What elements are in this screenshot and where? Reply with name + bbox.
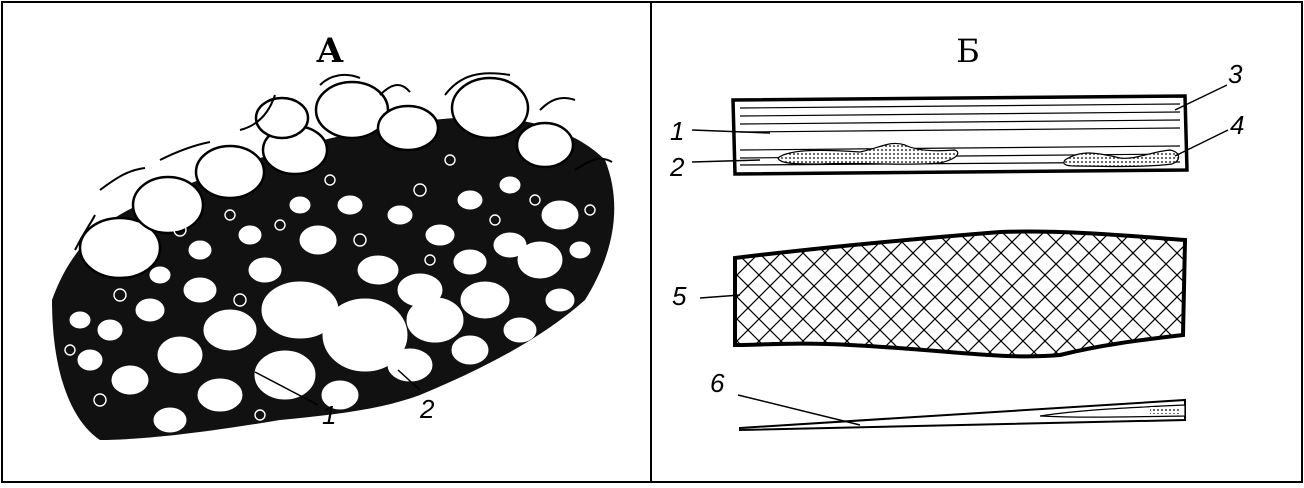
panel-a-title: А (316, 31, 344, 71)
fiber-longitudinal (733, 96, 1187, 174)
panel-a: А (52, 31, 614, 440)
label-6-leader (738, 395, 860, 425)
panel-b-label-4: 4 (1230, 110, 1244, 140)
panel-b-label-5: 5 (672, 281, 687, 311)
fiber-tapered (740, 400, 1185, 430)
panel-b-label-2: 2 (669, 152, 685, 182)
panel-b: Б 1 2 3 4 5 (669, 32, 1244, 430)
panel-b-label-1: 1 (670, 116, 684, 146)
fiber-crosshatched (735, 232, 1185, 357)
panel-a-label-1: 1 (322, 400, 336, 430)
panel-b-title: Б (956, 32, 980, 70)
panel-b-label-3: 3 (1228, 59, 1243, 89)
panel-b-label-6: 6 (710, 368, 725, 398)
panel-a-label-2: 2 (419, 394, 435, 424)
